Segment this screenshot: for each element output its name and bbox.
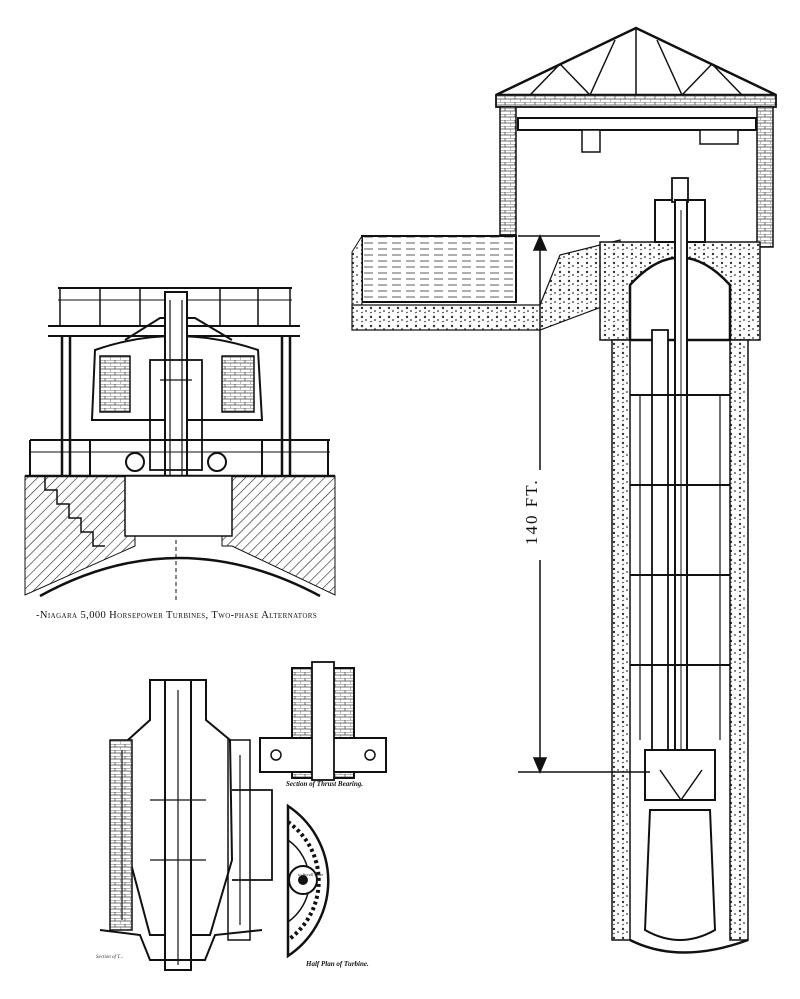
plan-note-label: to Scroll Case bbox=[298, 872, 324, 877]
wheel-pit-section bbox=[351, 26, 777, 954]
figure-caption: -Niagara 5,000 Horsepower Turbines, Two-… bbox=[36, 610, 318, 621]
half-plan-drawing bbox=[286, 803, 330, 959]
thrust-bearing-drawing bbox=[259, 661, 387, 781]
generator-elevation bbox=[24, 287, 336, 600]
depth-dimension-label: 140 FT. bbox=[522, 478, 541, 545]
turbine-section-caption: Section of T... bbox=[96, 955, 124, 960]
turbine-section-drawing bbox=[99, 679, 273, 971]
half-plan-caption: Half Plan of Turbine. bbox=[306, 960, 369, 968]
depth-dimension-line bbox=[518, 234, 650, 774]
thrust-bearing-caption: Section of Thrust Bearing. bbox=[286, 780, 364, 788]
